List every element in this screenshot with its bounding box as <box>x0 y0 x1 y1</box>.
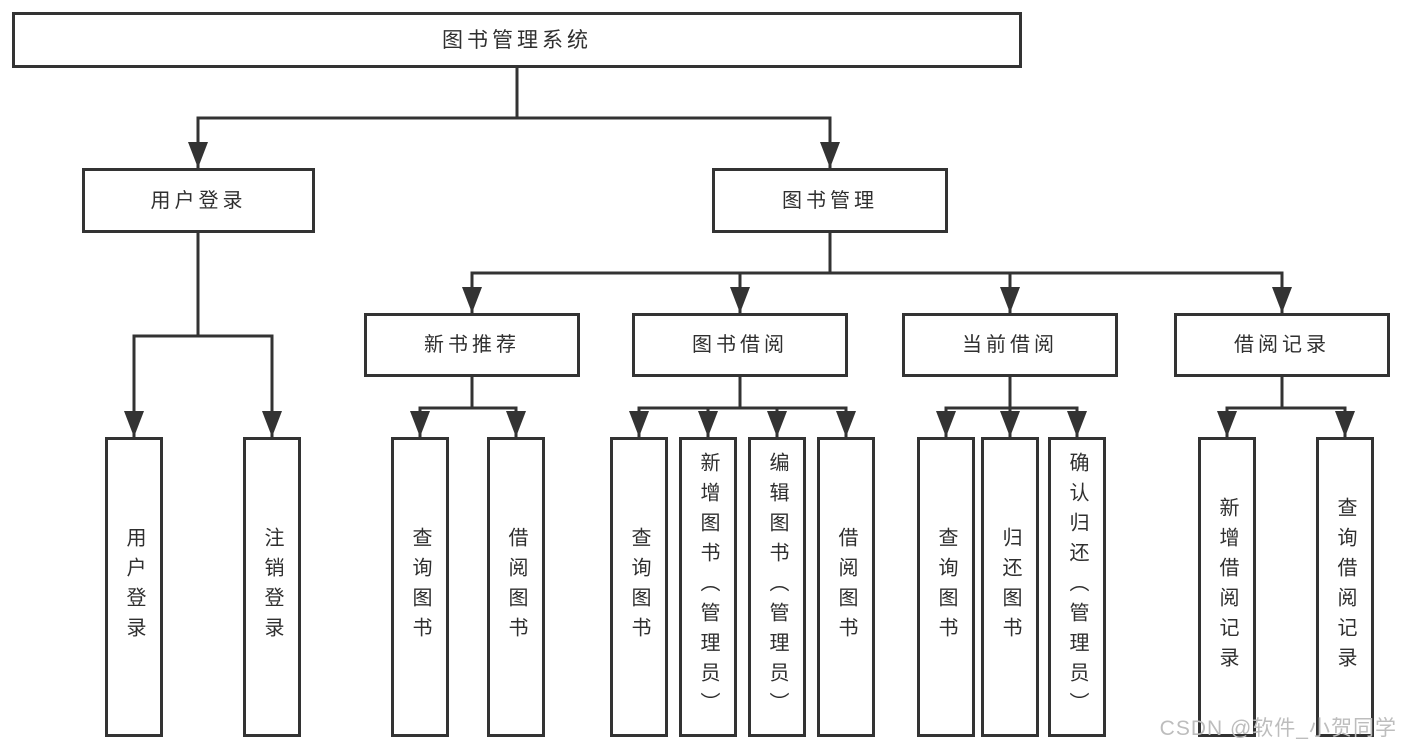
node-label: 查询图书 <box>409 527 431 647</box>
node-label: 当前借阅 <box>962 334 1058 356</box>
leaf-query-borrow-record: 查询借阅记录 <box>1316 437 1374 737</box>
leaf-query-books-recommend: 查询图书 <box>391 437 449 737</box>
leaf-confirm-return-admin: 确认归还（管理员） <box>1048 437 1106 737</box>
node-label: 借阅记录 <box>1234 334 1330 356</box>
leaf-query-books-borrow: 查询图书 <box>610 437 668 737</box>
node-label: 图书借阅 <box>692 334 788 356</box>
node-label: 用户登录 <box>123 527 145 647</box>
leaf-return-books: 归还图书 <box>981 437 1039 737</box>
node-label: 借阅图书 <box>835 527 857 647</box>
leaf-add-books-admin: 新增图书（管理员） <box>679 437 737 737</box>
leaf-edit-books-admin: 编辑图书（管理员） <box>748 437 806 737</box>
node-label: 新增借阅记录 <box>1216 497 1238 677</box>
node-label: 查询图书 <box>628 527 650 647</box>
node-label: 查询图书 <box>935 527 957 647</box>
node-label: 新书推荐 <box>424 334 520 356</box>
node-label: 注销登录 <box>261 527 283 647</box>
node-current-borrowing: 当前借阅 <box>902 313 1118 377</box>
node-label: 用户登录 <box>150 189 247 212</box>
node-label: 查询借阅记录 <box>1334 497 1356 677</box>
leaf-query-books-current: 查询图书 <box>917 437 975 737</box>
node-label: 编辑图书（管理员） <box>766 452 788 722</box>
node-user-login: 用户登录 <box>82 168 315 233</box>
node-book-management: 图书管理 <box>712 168 948 233</box>
leaf-borrow-books-recommend: 借阅图书 <box>487 437 545 737</box>
leaf-borrow-books: 借阅图书 <box>817 437 875 737</box>
node-library-management-system: 图书管理系统 <box>12 12 1022 68</box>
node-label: 图书管理系统 <box>442 28 592 52</box>
node-label: 确认归还（管理员） <box>1066 452 1088 722</box>
leaf-user-login: 用户登录 <box>105 437 163 737</box>
node-label: 新增图书（管理员） <box>697 452 719 722</box>
node-label: 归还图书 <box>999 527 1021 647</box>
node-new-book-recommendation: 新书推荐 <box>364 313 580 377</box>
node-book-borrowing: 图书借阅 <box>632 313 848 377</box>
node-borrowing-records: 借阅记录 <box>1174 313 1390 377</box>
csdn-watermark: CSDN @软件_小贺同学 <box>1159 717 1397 740</box>
node-label: 图书管理 <box>782 189 878 212</box>
leaf-add-borrow-record: 新增借阅记录 <box>1198 437 1256 737</box>
leaf-logout: 注销登录 <box>243 437 301 737</box>
node-label: 借阅图书 <box>505 527 527 647</box>
